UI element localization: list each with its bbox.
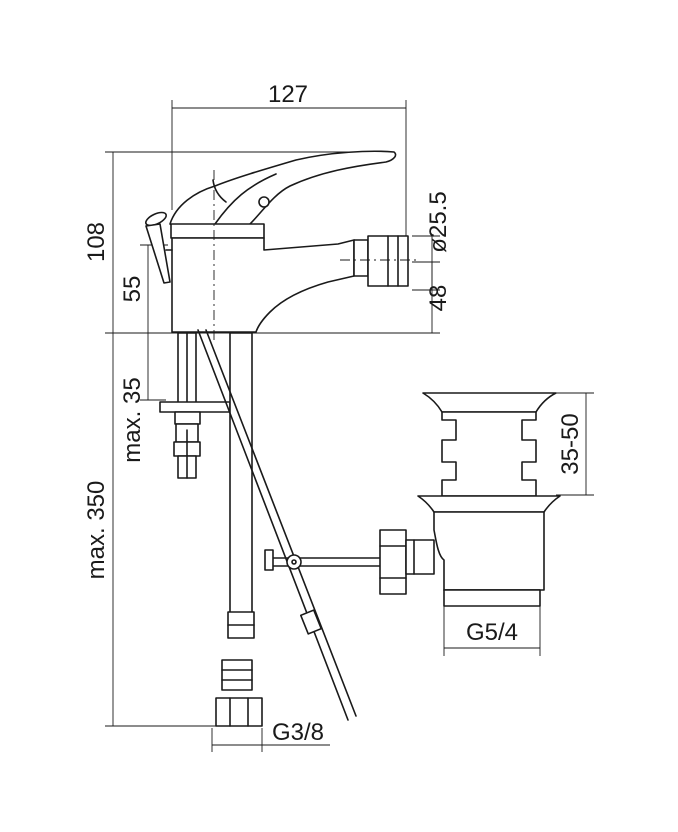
dim-max-35: max. 35 <box>119 377 146 462</box>
dim-g5-4: G5/4 <box>466 619 518 646</box>
popup-waste <box>379 392 561 607</box>
lever-handle <box>169 150 397 234</box>
dimension-labels: 127 108 55 max. 35 max. 350 ø25.5 48 35-… <box>83 81 584 746</box>
mixer-body-shape <box>171 237 355 333</box>
supply-and-fixings <box>159 329 381 727</box>
mixer-body <box>169 150 420 340</box>
dim-35-50: 35-50 <box>557 413 584 474</box>
popup-rod-knob <box>145 211 173 284</box>
dim-g3-8: G3/8 <box>272 719 324 746</box>
dim-dia-25-5: ø25.5 <box>425 191 452 252</box>
dim-max-350: max. 350 <box>83 481 110 580</box>
dimension-lines <box>105 100 594 752</box>
dim-55: 55 <box>119 276 146 303</box>
dim-127: 127 <box>268 81 308 108</box>
dim-48: 48 <box>425 285 452 312</box>
dim-108: 108 <box>83 222 110 262</box>
